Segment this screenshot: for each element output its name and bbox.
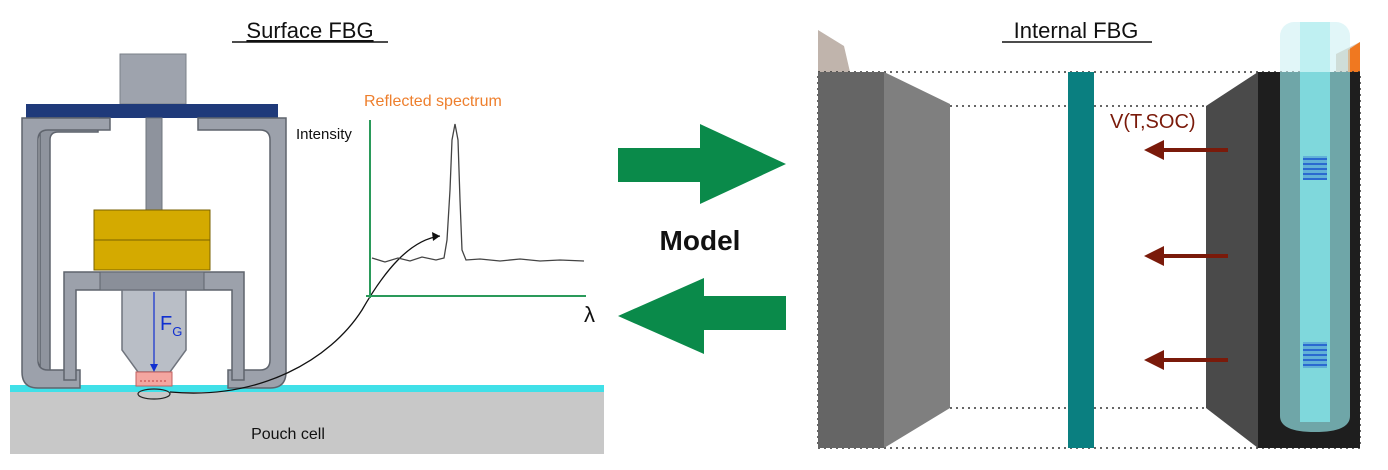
frame-right — [197, 117, 287, 389]
voltage-label: V(T,SOC) — [1110, 111, 1196, 133]
fiber-grating-bottom — [1303, 342, 1327, 368]
inner-frame — [63, 271, 245, 381]
left-electrode-face — [818, 72, 884, 448]
left-tab — [818, 30, 850, 72]
fiber-core-top — [1300, 22, 1330, 72]
arrow-left-1 — [1144, 140, 1228, 160]
pouch-cell-label: Pouch cell — [251, 426, 325, 443]
pouch-cell-base — [10, 392, 604, 454]
fbg-contact-pad — [135, 371, 173, 387]
left-electrode-side — [884, 72, 950, 448]
cyan-film — [10, 385, 604, 392]
green-arrow-right — [618, 124, 786, 204]
weight-bottom — [93, 239, 211, 271]
connector-arrowhead — [432, 232, 440, 241]
fiber-grating-top — [1303, 156, 1327, 180]
lambda-label: λ — [584, 302, 595, 327]
connector-curve — [169, 235, 441, 394]
model-label: Model — [660, 225, 741, 256]
fbg-zoom-ellipse — [137, 388, 171, 400]
force-label: FG — [160, 313, 182, 339]
frame-left — [21, 117, 111, 389]
central-rod — [145, 117, 163, 211]
intensity-label: Intensity — [296, 126, 352, 143]
surface-fbg-title: Surface FBG — [246, 18, 373, 43]
weight-top — [93, 209, 211, 241]
force-arrow-head — [150, 364, 158, 372]
internal-fbg-title: Internal FBG — [1014, 18, 1139, 43]
inner-crossbar — [99, 271, 205, 291]
right-tab-orange — [1348, 42, 1360, 72]
blue-plate — [26, 104, 278, 118]
separator — [1068, 72, 1094, 448]
spectrum-title: Reflected spectrum — [364, 93, 502, 110]
green-arrow-left — [618, 278, 786, 354]
spectrum-curve — [371, 123, 585, 263]
top-block — [119, 53, 187, 105]
arrow-left-2 — [1144, 246, 1228, 266]
arrow-left-3 — [1144, 350, 1228, 370]
right-electrode-side — [1206, 72, 1258, 448]
